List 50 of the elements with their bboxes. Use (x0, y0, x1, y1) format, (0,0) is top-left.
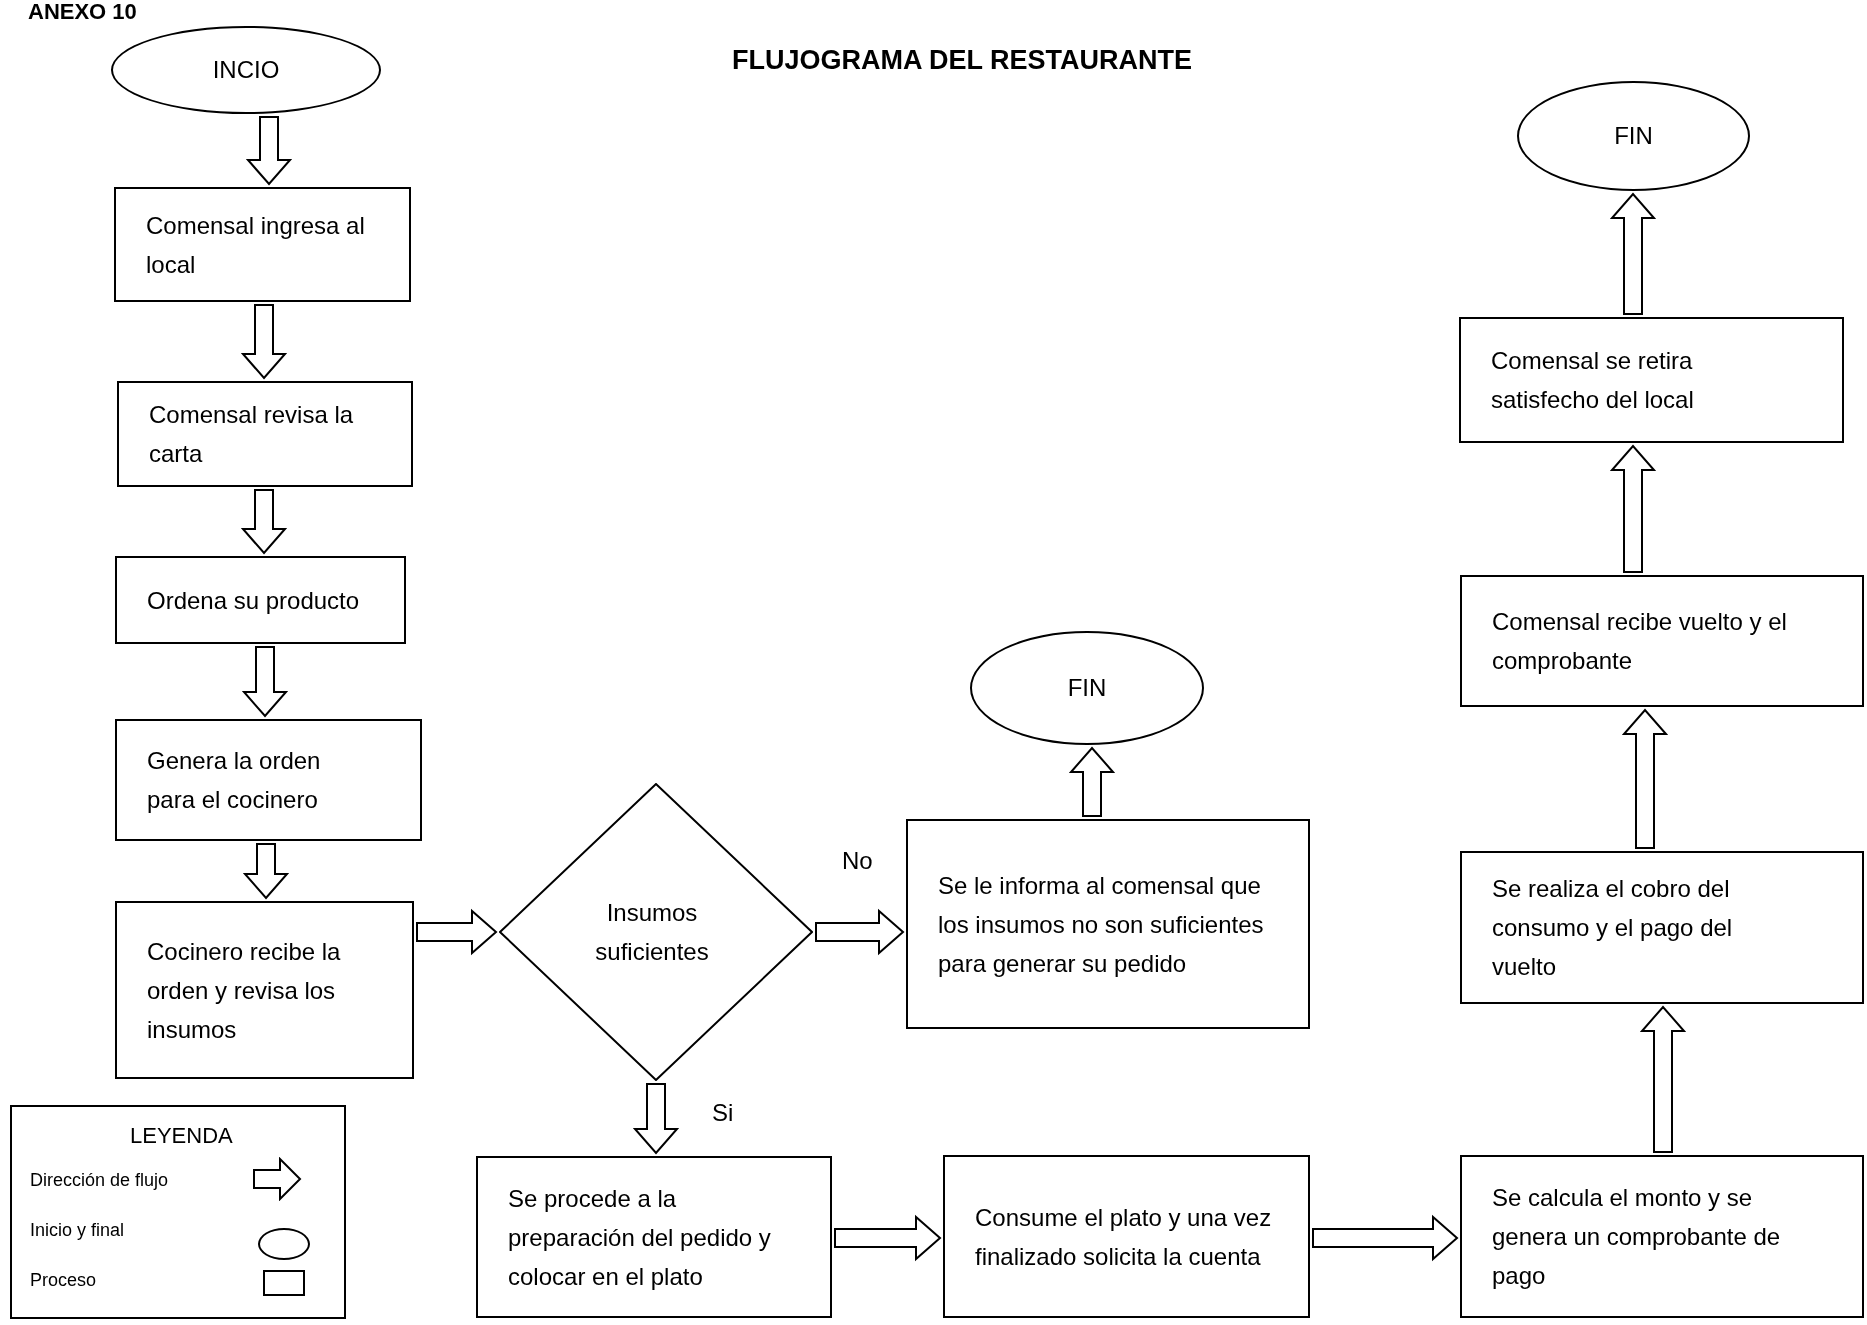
node-text: Insumos suficientes (594, 898, 710, 967)
node-text: FIN (1614, 121, 1653, 151)
node-text: INCIO (212, 55, 280, 85)
legend-text: Dirección de flujo (30, 1169, 169, 1192)
heading-label: ANEXO 10 (28, 0, 137, 24)
block-arrow (1621, 708, 1669, 849)
node-text: Genera la orden para el cocinero (147, 746, 322, 815)
node-text: FIN (1067, 673, 1107, 703)
process-box (1460, 1155, 1864, 1318)
node-text: Se realiza el cobro del consumo y el pago del vuelto (1492, 874, 1734, 982)
process-box (1460, 575, 1864, 707)
legend-text: Inicio y final (30, 1219, 125, 1242)
block-arrow (1312, 1214, 1459, 1262)
title: FLUJOGRAMA DEL RESTAURANTE (732, 44, 1192, 77)
process-box (476, 1156, 832, 1318)
node-text: Comensal recibe vuelto y el comprobante (1492, 607, 1788, 676)
block-arrow (1639, 1005, 1687, 1153)
decision-diamond (499, 783, 813, 1081)
process-box (114, 187, 411, 302)
node-text: Se calcula el monto y se genera un comprobante de pago (1492, 1183, 1782, 1291)
node-text: Comensal revisa la carta (149, 400, 355, 469)
block-arrow (416, 908, 498, 956)
block-arrow (245, 116, 293, 186)
block-arrow (1609, 444, 1657, 573)
node-text: Comensal se retira satisfecho del local (1491, 346, 1695, 415)
block-arrow (240, 489, 288, 555)
node-text: Consume el plato y una vez finalizado solicita la cuenta (975, 1202, 1273, 1272)
process-box (115, 901, 414, 1079)
node-text: Se procede a la preparación del pedido y colocar en el plato (508, 1183, 772, 1292)
node-text: Cocinero recibe la orden y revisa los insumos (147, 936, 342, 1045)
node-text: Se le informa al comensal que los insumos no son suficientes para generar su pedido (938, 870, 1265, 979)
legend-text: Proceso (30, 1269, 97, 1292)
process-box (943, 1155, 1310, 1318)
node-text: Comensal ingresa al local (146, 210, 366, 280)
legend-heading: LEYENDA (130, 1122, 233, 1150)
block-arrow (241, 646, 289, 718)
block-arrow (1609, 192, 1657, 315)
node-text: Ordena su producto (147, 585, 361, 616)
block-arrow (815, 908, 905, 956)
block-arrow (632, 1083, 680, 1155)
process-box (906, 819, 1310, 1029)
block-arrow (240, 304, 288, 380)
block-arrow (834, 1214, 942, 1262)
process-box (1460, 851, 1864, 1004)
block-arrow (1068, 746, 1116, 817)
process-box (1459, 317, 1844, 443)
process-box (115, 556, 406, 644)
block-arrow (242, 843, 290, 900)
process-box (117, 381, 413, 487)
process-box (115, 719, 422, 841)
